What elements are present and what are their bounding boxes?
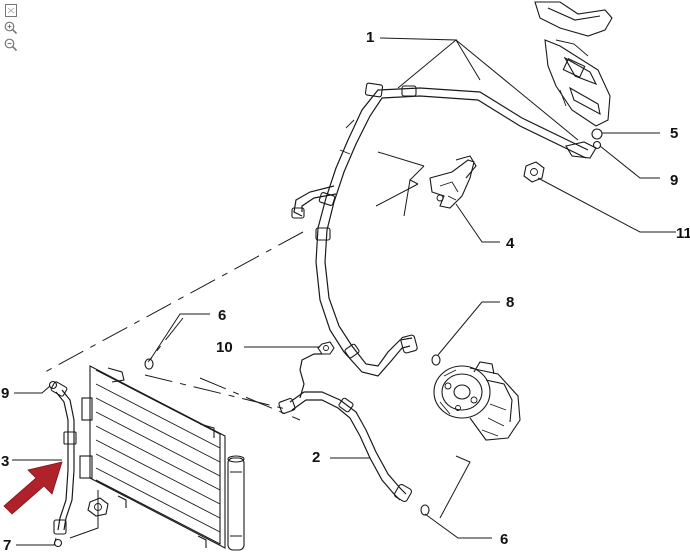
callout-5: 5 bbox=[670, 125, 678, 142]
seal-rings bbox=[48, 128, 603, 548]
highlight-arrow bbox=[3, 461, 63, 515]
callout-labels: 1 5 9 11 4 8 6 10 2 6 9 3 7 bbox=[1, 29, 690, 554]
pipe-part-3 bbox=[50, 381, 77, 535]
callout-6-lower: 6 bbox=[500, 531, 508, 548]
fit-page-icon[interactable] bbox=[3, 3, 21, 19]
callout-2: 2 bbox=[312, 449, 320, 466]
hose-assembly-1 bbox=[291, 82, 597, 377]
callout-10: 10 bbox=[216, 339, 233, 356]
nuts bbox=[317, 161, 545, 355]
callout-11: 11 bbox=[676, 225, 690, 242]
callout-4: 4 bbox=[506, 235, 515, 252]
viewer-toolbar bbox=[3, 3, 23, 54]
callout-3: 3 bbox=[1, 453, 9, 470]
zoom-out-icon[interactable] bbox=[3, 37, 21, 53]
firewall-bracket bbox=[534, 1, 613, 127]
zoom-in-icon[interactable] bbox=[3, 20, 21, 36]
callout-8: 8 bbox=[506, 294, 514, 311]
condenser-part bbox=[79, 365, 245, 551]
callout-1: 1 bbox=[366, 29, 374, 46]
leader-lines bbox=[12, 37, 676, 546]
hose-assembly-2 bbox=[278, 353, 413, 503]
bracket-part-4 bbox=[375, 151, 477, 217]
callout-6-upper: 6 bbox=[218, 307, 226, 324]
callout-9-left: 9 bbox=[1, 385, 9, 402]
callout-7: 7 bbox=[3, 537, 11, 554]
compressor-part-8 bbox=[433, 361, 521, 441]
dashed-guide-lines bbox=[44, 231, 304, 421]
callout-9-right: 9 bbox=[670, 172, 678, 189]
